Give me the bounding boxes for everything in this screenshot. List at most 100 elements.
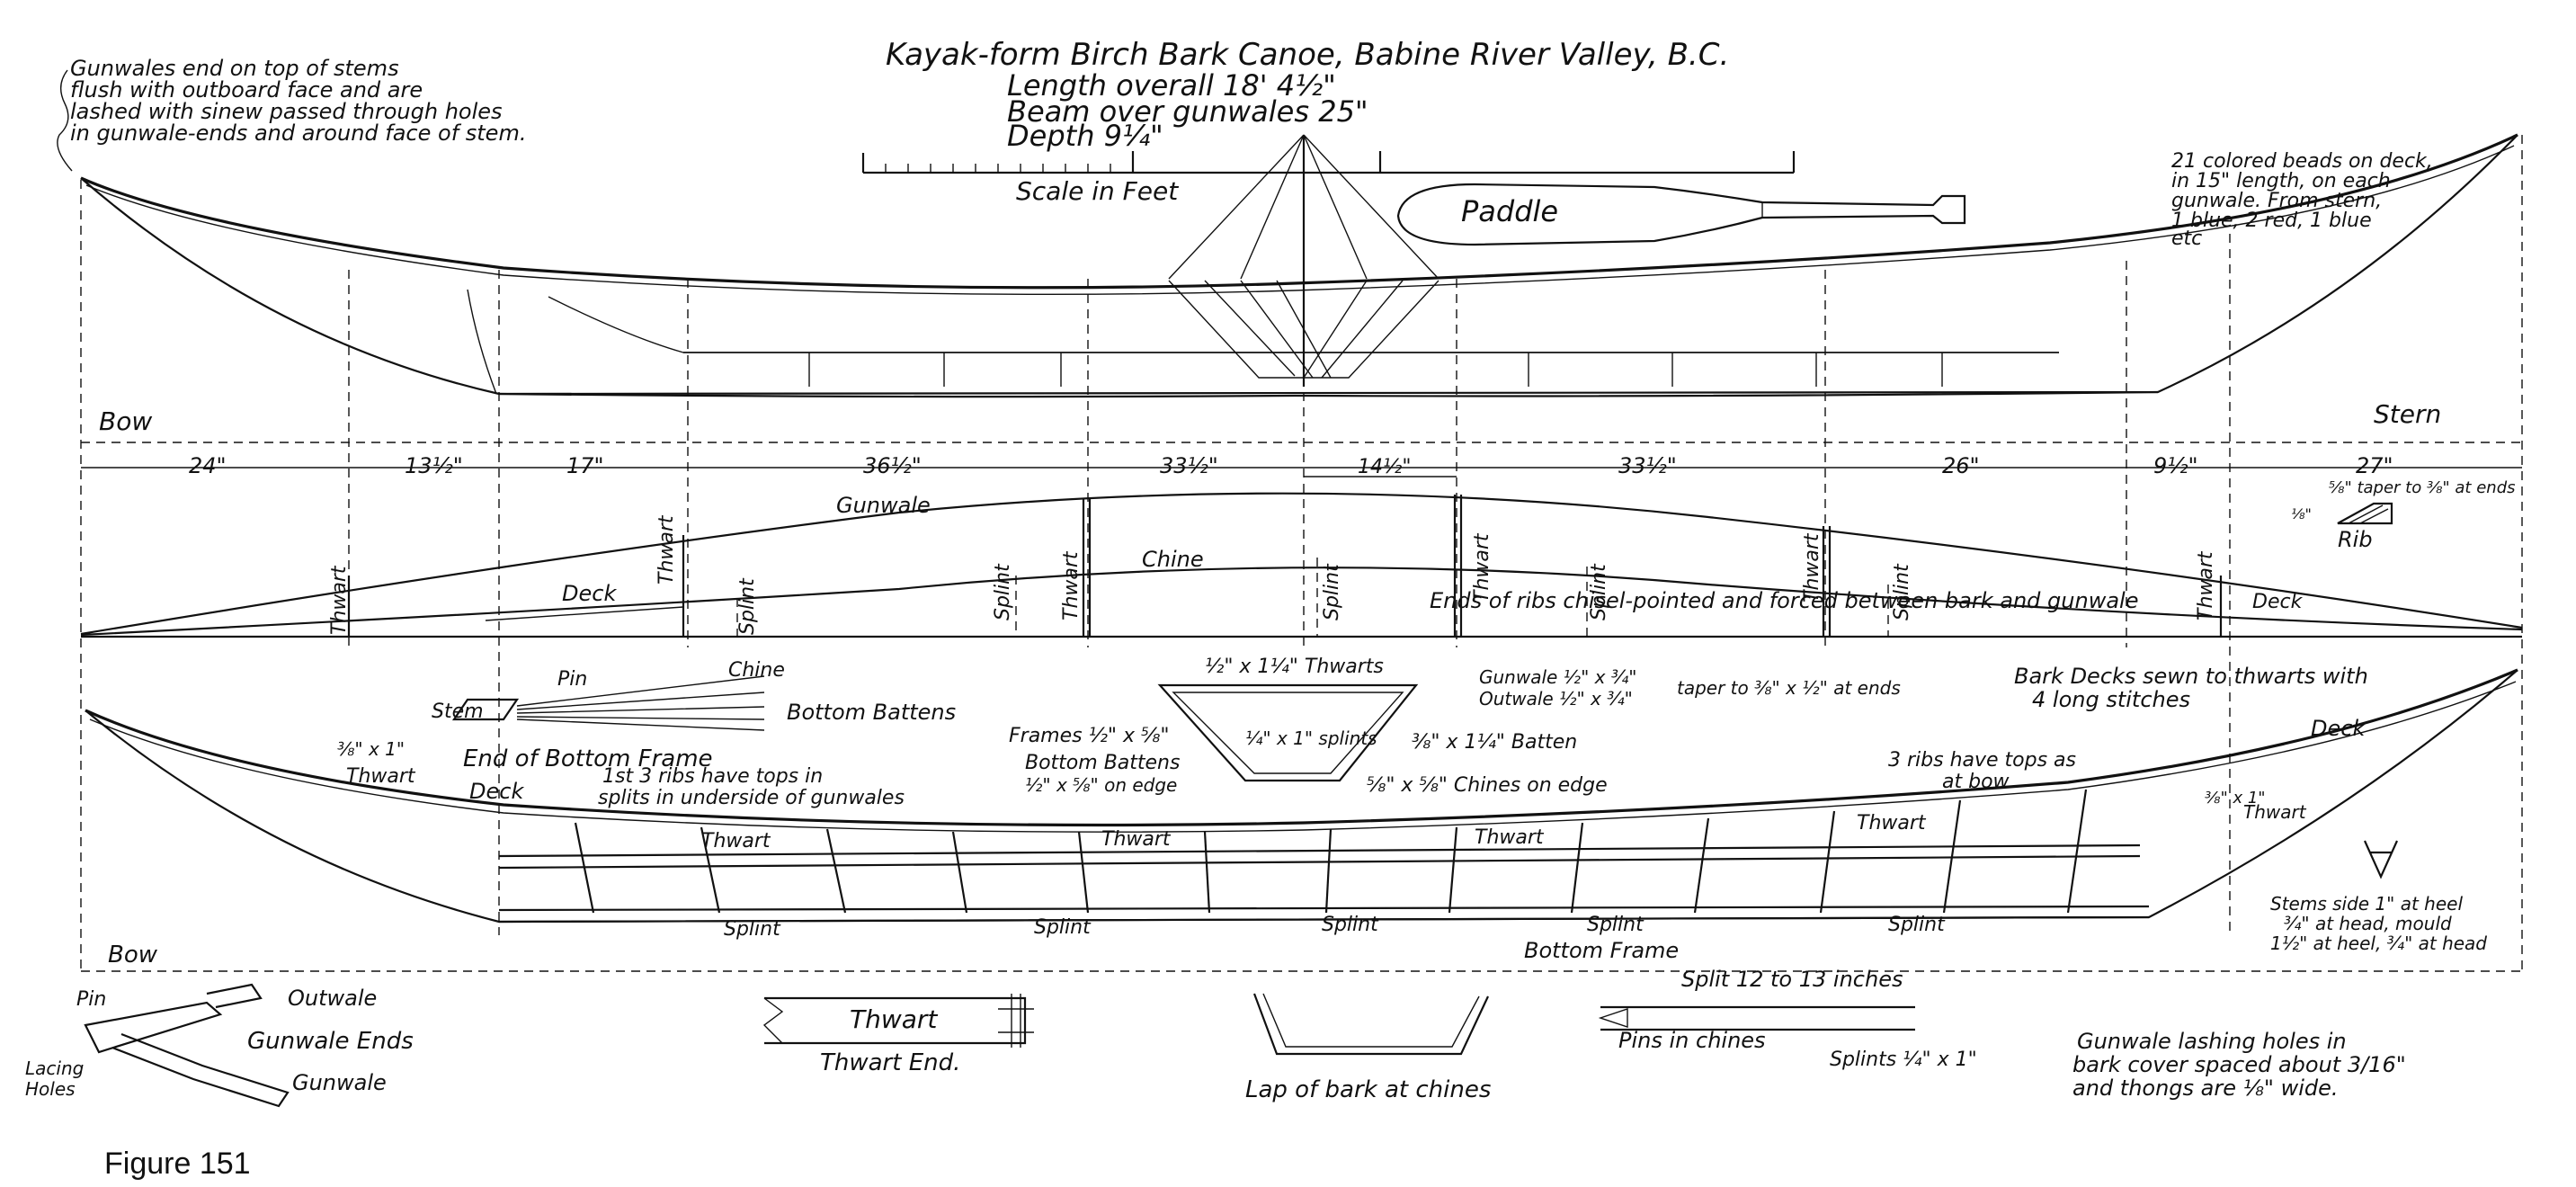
plan-thwart-5: Thwart xyxy=(1801,532,1823,602)
bfe-pin: Pin xyxy=(557,668,587,691)
section-gunwale: Gunwale ½" x ¾" xyxy=(1479,666,1636,688)
section-batten: ⅜" x 1¼" Batten xyxy=(1412,731,1577,754)
construction-bottom-frame: Bottom Frame xyxy=(1524,938,1679,963)
profile-stern-label: Stern xyxy=(2374,399,2441,429)
section-chines: ⅝" x ⅝" Chines on edge xyxy=(1367,774,1608,797)
lap-detail: Lap of bark at chines xyxy=(1245,993,1491,1103)
plan-chine-label: Chine xyxy=(1142,547,1204,572)
rib-taper-label: ⅝" taper to ⅜" at ends xyxy=(2329,478,2516,497)
figure-label: Figure 151 xyxy=(104,1147,251,1181)
splints-label: Splints ¼" x 1" xyxy=(1830,1049,1977,1071)
thwart-left: Thwart xyxy=(346,765,416,788)
rib-label: Rib xyxy=(2338,527,2373,552)
first-ribs-2: splits in underside of gunwales xyxy=(598,787,905,809)
bfe-caption: End of Bottom Frame xyxy=(463,745,713,772)
construction-splint-3: Splint xyxy=(1322,914,1379,936)
first-ribs-1: 1st 3 ribs have tops in xyxy=(602,765,823,788)
lashing-1: Gunwale lashing holes in xyxy=(2077,1029,2347,1054)
title-line-2: Length overall 18' 4½" xyxy=(1007,68,1336,103)
dim-5: 33½" xyxy=(1160,453,1218,478)
scale-label: Scale in Feet xyxy=(1016,176,1179,206)
rib-detail: ⅝" taper to ⅜" at ends ⅛" Rib xyxy=(2291,478,2516,552)
dimension-line: 24" 13½" 17" 36½" 33½" 14½" 33½" 26" 9½"… xyxy=(81,442,2522,478)
thwart-end-label: Thwart xyxy=(850,1004,938,1034)
dim-9: 9½" xyxy=(2153,453,2198,478)
dim-7: 33½" xyxy=(1618,453,1677,478)
stems-1: Stems side 1" at heel xyxy=(2270,893,2463,915)
plan-splint-3: Splint xyxy=(1321,563,1343,620)
bottom-frame-end-detail: Stem Pin Chine Bottom Battens End of Bot… xyxy=(432,659,956,772)
plan-view: Gunwale Chine Deck Deck Thwart Thwart Th… xyxy=(80,478,2523,638)
plan-gunwale-label: Gunwale xyxy=(836,493,931,518)
title-line-4: Depth 9¼" xyxy=(1007,119,1163,153)
dim-10: 27" xyxy=(2356,453,2393,478)
profile-view: Bow Stern xyxy=(80,133,2518,436)
gunwale-ends-holes: Holes xyxy=(25,1078,76,1100)
note-gunwales-3: lashed with sinew passed through holes xyxy=(70,99,503,124)
section-splints: ¼" x 1" splints xyxy=(1245,727,1377,749)
plan-thwart-6: Thwart xyxy=(2195,550,2217,620)
dim-8: 26" xyxy=(1942,453,1980,478)
bark-decks-1: Bark Decks sewn to thwarts with xyxy=(2014,664,2368,689)
split-label: Split 12 to 13 inches xyxy=(1681,967,1903,992)
construction-splint-5: Splint xyxy=(1888,914,1946,936)
thwart-right: Thwart xyxy=(2243,801,2307,823)
section-taper: taper to ⅜" x ½" at ends xyxy=(1677,677,1901,699)
note-beads-1: 21 colored beads on deck, xyxy=(2171,150,2433,173)
note-gunwales-1: Gunwales end on top of stems xyxy=(70,56,399,81)
gunwale-ends-title: Gunwale Ends xyxy=(247,1028,414,1055)
midship-section: Ends of ribs chisel-pointed and forced b… xyxy=(1009,588,2138,797)
construction-thwart-1: Thwart xyxy=(701,830,771,852)
three-ribs-1: 3 ribs have tops as xyxy=(1888,749,2076,772)
paddle-label: Paddle xyxy=(1461,194,1558,228)
plan-thwart-2: Thwart xyxy=(655,514,678,585)
paddle-drawing: Paddle xyxy=(1396,183,1966,246)
section-bottom-battens: Bottom Battens xyxy=(1025,752,1180,774)
construction-deck-left: Deck xyxy=(469,779,524,804)
dim-2: 13½" xyxy=(405,453,463,478)
plan-splint-1: Splint xyxy=(736,577,759,635)
title-block: Kayak-form Birch Bark Canoe, Babine Rive… xyxy=(886,37,1729,153)
lashing-3: and thongs are ⅛" wide. xyxy=(2072,1075,2339,1101)
thwart-end-caption: Thwart End. xyxy=(820,1049,960,1076)
profile-bow-label: Bow xyxy=(99,406,152,436)
gunwale-ends-detail: Pin Outwale Gunwale Ends Lacing Holes Gu… xyxy=(25,983,414,1108)
plan-splint-2: Splint xyxy=(992,563,1014,620)
bfe-battens: Bottom Battens xyxy=(787,700,956,725)
construction-view: Bark Decks sewn to thwarts with 4 long s… xyxy=(85,664,2518,968)
note-gunwales-2: flush with outboard face and are xyxy=(70,77,423,103)
gunwale-end-note: Gunwales end on top of stems flush with … xyxy=(57,56,526,172)
pins-chines-label: Pins in chines xyxy=(1618,1028,1766,1053)
thwart-left-dim: ⅜" x 1" xyxy=(337,738,405,760)
dim-4: 36½" xyxy=(863,453,922,478)
dim-1: 24" xyxy=(189,453,227,478)
plan-splint-5: Splint xyxy=(1891,563,1913,620)
station-lines xyxy=(80,135,2523,971)
construction-thwart-4: Thwart xyxy=(1857,812,1927,834)
construction-deck-right: Deck xyxy=(2311,716,2366,741)
note-gunwales-4: in gunwale-ends and around face of stem. xyxy=(70,120,526,146)
gunwale-ends-pin: Pin xyxy=(76,988,106,1011)
scale-bar: Scale in Feet xyxy=(861,151,1796,206)
section-outwale: Outwale ½" x ¾" xyxy=(1479,688,1633,710)
plan-thwart-4: Thwart xyxy=(1471,532,1493,602)
beads-note: 21 colored beads on deck, in 15" length,… xyxy=(2171,150,2433,250)
note-beads-2: in 15" length, on each xyxy=(2171,170,2391,192)
plan-thwart-3: Thwart xyxy=(1060,550,1083,620)
construction-thwart-2: Thwart xyxy=(1101,828,1172,851)
section-bottom-battens-dim: ½" x ⅝" on edge xyxy=(1025,774,1177,796)
plan-thwart-1: Thwart xyxy=(328,565,351,635)
section-ribs-note: Ends of ribs chisel-pointed and forced b… xyxy=(1430,588,2138,613)
plan-splint-4: Splint xyxy=(1588,563,1610,620)
dim-3: 17" xyxy=(566,453,604,478)
lashing-2: bark cover spaced about 3/16" xyxy=(2072,1052,2406,1077)
three-ribs-2: at bow xyxy=(1942,771,2010,793)
split-detail: Split 12 to 13 inches Pins in chines Spl… xyxy=(1598,967,1977,1071)
gunwale-ends-lacing: Lacing xyxy=(25,1058,84,1079)
section-frames: Frames ½" x ⅝" xyxy=(1009,725,1170,747)
stems-2: ¾" at head, mould xyxy=(2284,913,2452,934)
thwart-right-dim: ⅜" x 1" xyxy=(2205,789,2266,808)
gunwale-ends-gunwale: Gunwale xyxy=(292,1070,387,1095)
construction-splint-4: Splint xyxy=(1587,914,1645,936)
